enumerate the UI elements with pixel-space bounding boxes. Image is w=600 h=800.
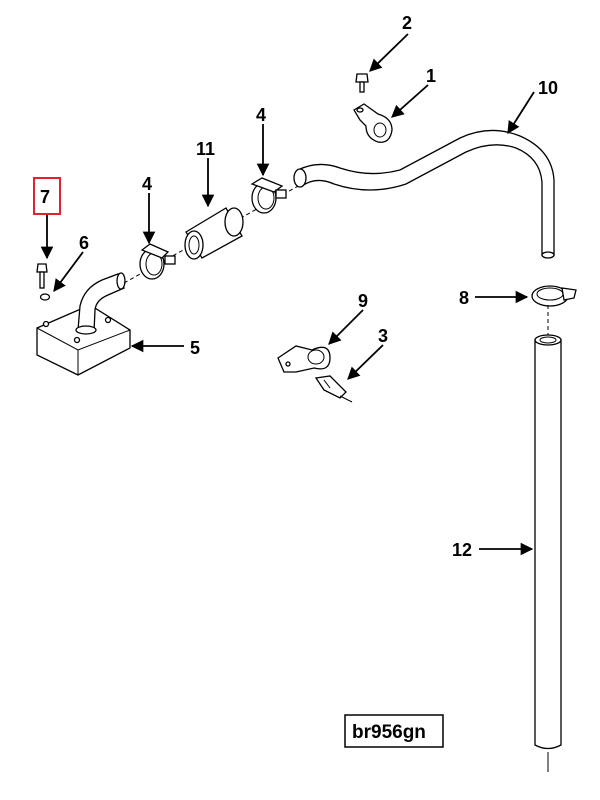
callout-7-highlight[interactable]: 7: [33, 177, 61, 215]
part-4-clamp-left: [139, 243, 176, 280]
callout-2: 2: [402, 13, 412, 33]
callout-1: 1: [426, 66, 436, 86]
part-8-clamp: [531, 285, 577, 307]
callout-3: 3: [378, 326, 388, 346]
reference-code-box: br956gn: [344, 714, 444, 748]
highlight-box: [33, 177, 61, 215]
callout-7: 7: [40, 187, 50, 207]
part-3-fitting: [314, 375, 353, 403]
part-7-bolt: [36, 263, 48, 289]
callout-12: 12: [452, 540, 472, 560]
callout-4-left: 4: [142, 174, 152, 194]
callout-5: 5: [190, 338, 200, 358]
part-9-bracket: [277, 345, 331, 373]
part-11-coupler: [184, 207, 244, 260]
part-10-tube: [293, 129, 555, 259]
callout-4-right: 4: [256, 105, 266, 125]
part-6-washer: [39, 293, 51, 301]
callout-11: 11: [196, 139, 215, 159]
leader-arrows: [40, 33, 535, 556]
part-5-housing: [36, 272, 131, 376]
part-4-clamp-right: [250, 177, 287, 214]
callout-8: 8: [459, 288, 469, 308]
part-1-clip: [353, 103, 393, 143]
callout-10: 10: [538, 78, 558, 98]
reference-code: br956gn: [352, 722, 426, 743]
part-12-tube: [534, 305, 562, 772]
part-2-bolt: [355, 73, 369, 93]
callout-6: 6: [79, 233, 89, 253]
callout-labels: 2 1 10 4 11 4 6 5 8 9 3 12: [79, 13, 558, 560]
callout-9: 9: [358, 291, 368, 311]
